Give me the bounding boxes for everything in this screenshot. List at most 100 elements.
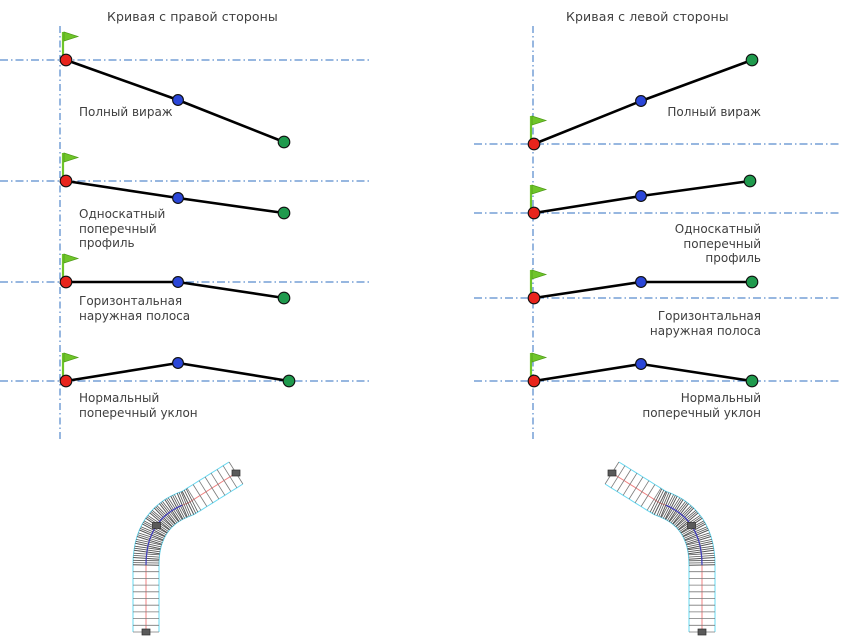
plan-cross-section-tick xyxy=(155,506,175,526)
plan-cross-section-tick xyxy=(687,545,714,551)
plan-pivot-axis xyxy=(145,504,183,566)
plan-road-edge xyxy=(132,461,230,632)
plan-cross-section-tick xyxy=(687,547,714,553)
plan-cross-section-tick xyxy=(688,555,715,558)
plan-cross-section-tick xyxy=(688,559,715,562)
plan-cross-section-tick xyxy=(664,495,678,520)
marker-edge[interactable] xyxy=(277,291,291,305)
plan-cross-section-tick xyxy=(672,503,689,525)
plan-cross-section-tick xyxy=(685,534,711,543)
marker-mid[interactable] xyxy=(635,95,647,107)
marker-pivot[interactable] xyxy=(527,291,541,305)
marker-pivot[interactable] xyxy=(527,374,541,388)
plan-cross-section-tick xyxy=(634,480,650,504)
marker-edge[interactable] xyxy=(745,374,759,388)
marker-edge[interactable] xyxy=(745,53,759,67)
marker-mid[interactable] xyxy=(172,276,184,288)
plan-end-marker[interactable] xyxy=(607,469,617,477)
marker-mid[interactable] xyxy=(172,357,184,369)
marker-mid[interactable] xyxy=(172,94,184,106)
marker-edge[interactable] xyxy=(277,206,291,220)
stage-label: Нормальный поперечный уклон xyxy=(79,391,198,420)
marker-pivot[interactable] xyxy=(59,374,73,388)
plan-cross-section-tick xyxy=(651,489,665,514)
plan-cross-section-tick xyxy=(216,469,232,492)
marker-mid[interactable] xyxy=(635,190,647,202)
profile-line xyxy=(532,58,754,146)
marker-pivot[interactable] xyxy=(59,275,73,289)
plan-cross-section-tick xyxy=(186,487,202,511)
marker-pivot[interactable] xyxy=(527,206,541,220)
plan-cross-section-tick xyxy=(156,505,176,525)
profile-line xyxy=(64,361,291,383)
stage-label: Односкатный поперечный профиль xyxy=(674,222,761,265)
plan-cross-section-tick xyxy=(687,542,713,550)
plan-start-marker[interactable] xyxy=(141,628,151,636)
plan-cross-section-tick xyxy=(686,540,713,548)
stage-label: Нормальный поперечный уклон xyxy=(642,391,761,420)
plan-cross-section-tick xyxy=(681,522,705,536)
plan-cross-section-tick xyxy=(616,469,632,492)
plan-cross-section-tick xyxy=(204,476,220,500)
plan-pi-marker[interactable] xyxy=(152,522,161,529)
plan-cross-section-tick xyxy=(649,488,663,513)
plan-cross-section-tick xyxy=(153,507,173,528)
plan-cross-section-tick xyxy=(151,509,173,528)
marker-edge[interactable] xyxy=(745,275,759,289)
marker-pivot[interactable] xyxy=(59,174,73,188)
plan-cross-section-tick xyxy=(150,511,172,529)
plan-pi-marker[interactable] xyxy=(687,522,696,529)
marker-pivot[interactable] xyxy=(59,53,73,67)
plan-cross-section-tick xyxy=(133,549,160,555)
plan-cross-section-tick xyxy=(661,494,674,518)
plan-cross-section-tick xyxy=(133,559,160,562)
plan-cross-section-tick xyxy=(688,557,715,560)
plan-road-edge xyxy=(618,461,716,632)
plan-cross-section-tick xyxy=(133,552,160,556)
plan-cross-section-tick xyxy=(145,517,168,534)
plan-cross-section-tick xyxy=(676,511,698,529)
plan-cross-section-tick xyxy=(672,505,692,525)
marker-mid[interactable] xyxy=(172,192,184,204)
plan-cross-section-tick xyxy=(180,491,192,516)
stage-label: Односкатный поперечный профиль xyxy=(79,207,166,250)
marker-mid[interactable] xyxy=(635,276,647,288)
plan-cross-section-tick xyxy=(138,532,164,542)
plan-cross-section-tick xyxy=(222,465,238,489)
plan-cross-section-tick xyxy=(646,487,662,511)
pivot-flag-banner xyxy=(63,152,80,163)
plan-cross-section-tick xyxy=(176,493,188,518)
plan-cross-section-tick xyxy=(673,506,693,526)
plan-cross-section-tick xyxy=(147,515,170,531)
plan-cross-section-tick xyxy=(174,494,187,518)
panel-title-left-side-curve: Кривая с левой стороны xyxy=(566,9,729,24)
marker-edge[interactable] xyxy=(277,135,291,149)
plan-cross-section-tick xyxy=(135,542,161,550)
plan-cross-section-tick xyxy=(682,526,708,538)
pivot-flag-banner xyxy=(531,184,548,195)
plan-cross-section-tick xyxy=(134,547,161,553)
plan-cross-section-tick xyxy=(680,517,703,534)
plan-cross-section-tick xyxy=(667,498,682,521)
plan-cross-section-tick xyxy=(684,532,710,542)
plan-end-marker[interactable] xyxy=(231,469,241,477)
stage-label: Полный вираж xyxy=(79,105,173,119)
marker-edge[interactable] xyxy=(282,374,296,388)
marker-pivot[interactable] xyxy=(527,137,541,151)
plan-cross-section-tick xyxy=(143,520,168,534)
plan-cross-section-tick xyxy=(142,523,166,537)
plan-cross-section-tick xyxy=(133,557,160,560)
plan-centerline xyxy=(145,472,237,632)
plan-cross-section-tick xyxy=(135,540,162,548)
marker-mid[interactable] xyxy=(635,358,647,370)
plan-cross-section-tick xyxy=(628,476,644,500)
plan-cross-section-tick xyxy=(162,501,179,523)
marker-edge[interactable] xyxy=(743,174,757,188)
plan-cross-section-tick xyxy=(136,539,162,546)
plan-cross-section-tick xyxy=(170,495,184,520)
pivot-flag-banner xyxy=(531,269,548,280)
plan-start-marker[interactable] xyxy=(697,628,707,636)
plan-cross-section-tick xyxy=(688,549,715,555)
plan-cross-section-tick xyxy=(136,536,162,545)
